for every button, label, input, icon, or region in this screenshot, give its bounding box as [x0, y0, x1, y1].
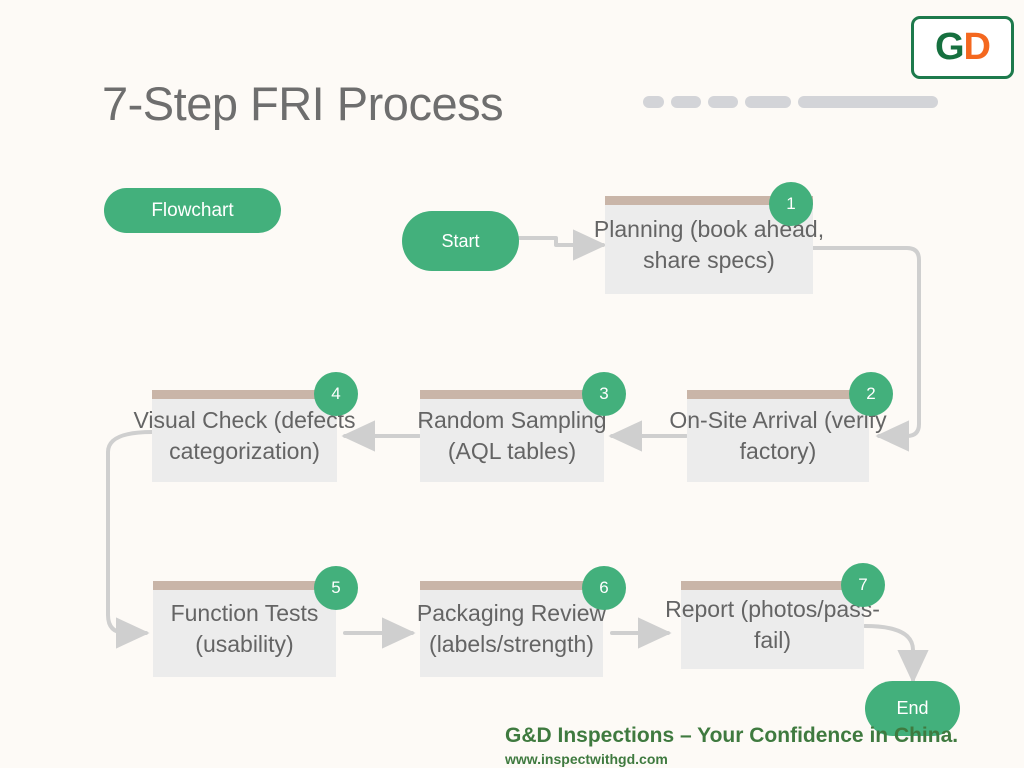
- footer-tagline: G&D Inspections – Your Confidence in Chi…: [505, 724, 959, 747]
- step-accent-bar: [681, 581, 864, 590]
- flow-step-5[interactable]: Function Tests (usability): [153, 581, 336, 677]
- logo-letter-d: D: [963, 26, 991, 68]
- flow-step-3[interactable]: Random Sampling (AQL tables): [417, 390, 607, 482]
- step-accent-bar: [153, 581, 336, 590]
- flow-step-7[interactable]: Report (photos/pass-fail): [665, 581, 880, 669]
- flowchart-badge-label: Flowchart: [151, 199, 234, 221]
- progress-dash: [643, 96, 664, 108]
- step-accent-bar: [420, 390, 604, 399]
- end-node: End: [865, 681, 960, 736]
- step-number-badge-2: 2: [849, 372, 893, 416]
- step-accent-bar: [687, 390, 869, 399]
- step-accent-bar: [420, 581, 603, 590]
- flowchart-badge: Flowchart: [104, 188, 281, 233]
- end-node-label: End: [896, 698, 929, 718]
- step-body: [681, 590, 864, 669]
- step-number-badge-3: 3: [582, 372, 626, 416]
- step-body: [420, 590, 603, 677]
- flow-step-2[interactable]: On-Site Arrival (verify factory): [669, 390, 887, 482]
- step-accent-bar: [152, 390, 337, 399]
- step-number-badge-7: 7: [841, 563, 885, 607]
- progress-dashes: [643, 96, 938, 108]
- start-node-label: Start: [441, 230, 480, 251]
- progress-dash: [671, 96, 701, 108]
- progress-dash: [708, 96, 738, 108]
- start-node: Start: [402, 211, 519, 271]
- logo-letter-g: G: [934, 26, 965, 68]
- step-accent-bar: [605, 196, 813, 205]
- flow-step-4[interactable]: Visual Check (defects categorization): [133, 390, 356, 482]
- step-body: [153, 590, 336, 677]
- step-number-badge-1: 1: [769, 182, 813, 226]
- progress-dash: [745, 96, 791, 108]
- step-number-badge-5: 5: [314, 566, 358, 610]
- footer-website: www.inspectwithgd.com: [505, 751, 668, 767]
- step-body: [687, 399, 869, 482]
- step-body: [152, 399, 337, 482]
- step-number-badge-4: 4: [314, 372, 358, 416]
- step-number-badge-6: 6: [582, 566, 626, 610]
- step-body: [420, 399, 604, 482]
- flow-step-6[interactable]: Packaging Review (labels/strength): [417, 581, 606, 677]
- progress-dash: [798, 96, 938, 108]
- page-title: 7-Step FRI Process: [102, 77, 504, 130]
